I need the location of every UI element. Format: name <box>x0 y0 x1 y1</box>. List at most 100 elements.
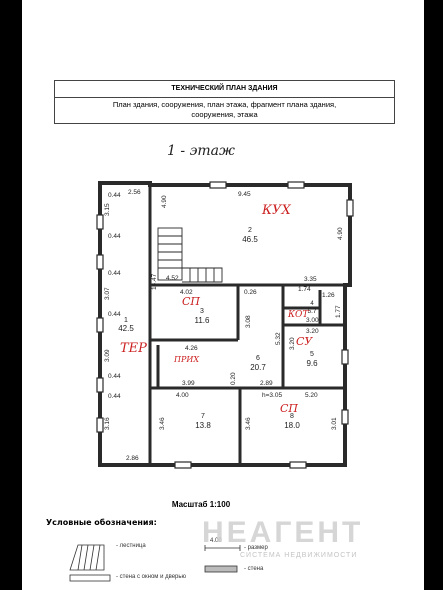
dim-4-52: 4.52 <box>166 275 179 282</box>
dim-5-32: 5.32 <box>275 332 282 345</box>
dim-4-26: 4.26 <box>185 345 198 352</box>
title-block-heading: ТЕХНИЧЕСКИЙ ПЛАН ЗДАНИЯ <box>55 81 394 98</box>
window <box>96 377 104 393</box>
dim-4-00: 4.00 <box>176 392 189 399</box>
svg-text:4: 4 <box>310 301 314 307</box>
svg-text:6: 6 <box>256 355 260 362</box>
window <box>346 199 354 217</box>
room-4-label: 4 5.7 <box>307 301 316 315</box>
legend-dimension-value: 4.00 <box>210 538 222 544</box>
svg-text:8: 8 <box>290 413 294 420</box>
legend-title: Условные обозначения: <box>46 518 157 527</box>
room-labels: 1 42.5 2 46.5 3 11.6 4 5.7 5 9.6 6 20.7 … <box>118 227 318 430</box>
svg-text:1: 1 <box>124 317 128 324</box>
watermark-logo: НЕАГЕНТ <box>202 516 364 549</box>
title-block: ТЕХНИЧЕСКИЙ ПЛАН ЗДАНИЯ План здания, соо… <box>54 80 395 124</box>
svg-text:20.7: 20.7 <box>250 363 266 372</box>
room-6-label: 6 20.7 <box>250 355 266 372</box>
dim-3-15: 3.15 <box>104 203 111 216</box>
window <box>289 461 307 469</box>
svg-text:18.0: 18.0 <box>284 421 300 430</box>
legend-wall-symbol <box>204 565 238 573</box>
legend-symbols <box>69 544 241 582</box>
note-bathroom: СУ <box>296 335 313 348</box>
dim-3-99: 3.99 <box>182 380 195 387</box>
legend-stairs-text: - лестница <box>116 543 146 549</box>
dim-0-44: 0.44 <box>108 393 121 400</box>
svg-text:42.5: 42.5 <box>118 324 134 333</box>
dim-3-20: 3.20 <box>306 328 319 335</box>
dim-0-44: 0.44 <box>108 270 121 277</box>
window <box>96 214 104 230</box>
dim-2-89: 2.89 <box>260 380 273 387</box>
dim-0-44: 0.44 <box>108 373 121 380</box>
dim-0-44: 0.44 <box>108 233 121 240</box>
dim-0-44: 0.44 <box>108 192 121 199</box>
dim-3-16: 3.16 <box>104 417 111 430</box>
svg-text:46.5: 46.5 <box>242 235 258 244</box>
window <box>287 181 305 189</box>
dim-2-86: 2.86 <box>126 455 139 462</box>
dim-3-00: 3.00 <box>306 317 319 324</box>
dim-4-02: 4.02 <box>180 289 193 296</box>
window <box>209 181 227 189</box>
walls <box>96 181 354 469</box>
room-7-label: 7 13.8 <box>195 413 211 430</box>
dim-2-56: 2.56 <box>128 189 141 196</box>
floor-title: 1 - этаж <box>167 143 235 159</box>
dim-0-44: 0.44 <box>108 311 121 318</box>
dim-0-20: 0.20 <box>230 372 237 385</box>
subtitle-line-1: План здания, сооружения, план этажа, фра… <box>112 100 337 109</box>
dim-0-26: 0.26 <box>244 289 257 296</box>
note-bedroom-8: СП <box>280 402 298 415</box>
plan-sheet <box>22 0 424 590</box>
note-bedroom-3: СП <box>182 295 200 308</box>
dim-h: h=3.05 <box>262 392 282 399</box>
dimension-labels: 2.56 0.44 3.15 0.44 0.44 3.07 0.44 3.09 … <box>104 189 344 462</box>
note-boiler: КОТ <box>287 310 309 320</box>
title-block-subtitle: План здания, сооружения, план этажа, фра… <box>55 98 394 120</box>
svg-text:13.8: 13.8 <box>195 421 211 430</box>
subtitle-line-2: сооружения, этажа <box>191 110 258 119</box>
dim-3-35: 3.35 <box>304 276 317 283</box>
legend-wall-text: - стена <box>244 566 264 572</box>
note-terrace: ТЕР <box>120 341 147 356</box>
window <box>96 254 104 270</box>
room-3-label: 3 11.6 <box>195 308 211 325</box>
interior-walls <box>148 185 350 465</box>
dim-3-01: 3.01 <box>331 417 338 430</box>
svg-text:5: 5 <box>310 351 314 358</box>
room-2-label: 2 46.5 <box>242 227 258 244</box>
dim-14-47: 14.47 <box>151 273 158 290</box>
window <box>96 317 104 333</box>
dim-3-46-right: 3.46 <box>245 417 252 430</box>
dim-3-46-left: 3.46 <box>159 417 166 430</box>
svg-text:5.7: 5.7 <box>307 308 316 315</box>
dim-3-09: 3.09 <box>104 349 111 362</box>
dim-3-20: 3.20 <box>289 337 296 350</box>
window-marks <box>96 181 354 469</box>
dim-5-20: 5.20 <box>305 392 318 399</box>
dim-4-90-left: 4.90 <box>161 195 168 208</box>
window <box>174 461 192 469</box>
dim-1-77: 1.77 <box>335 305 342 318</box>
note-kitchen: КУХ <box>261 203 291 218</box>
window <box>341 349 349 365</box>
legend-stairs-symbol <box>69 544 105 571</box>
room-8-label: 8 18.0 <box>284 413 300 430</box>
dim-1-74: 1.74 <box>298 286 311 293</box>
scale-label: Масштаб 1:100 <box>171 500 231 509</box>
room-1-label: 1 42.5 <box>118 317 134 333</box>
dim-3-07: 3.07 <box>104 287 111 300</box>
svg-text:3: 3 <box>200 308 204 315</box>
dim-4-90-right: 4.90 <box>337 227 344 240</box>
watermark-subtitle: СИСТЕМА НЕДВИЖИМОСТИ <box>240 552 358 559</box>
svg-text:9.6: 9.6 <box>306 359 318 368</box>
room-5-label: 5 9.6 <box>306 351 318 368</box>
dim-9-45: 9.45 <box>238 191 251 198</box>
window <box>341 409 349 425</box>
legend-dimension-text: - размер <box>244 545 268 551</box>
legend-wall-window-text: - стена с окном и дверью <box>116 574 187 580</box>
note-hallway: ПРИХ <box>173 355 199 364</box>
